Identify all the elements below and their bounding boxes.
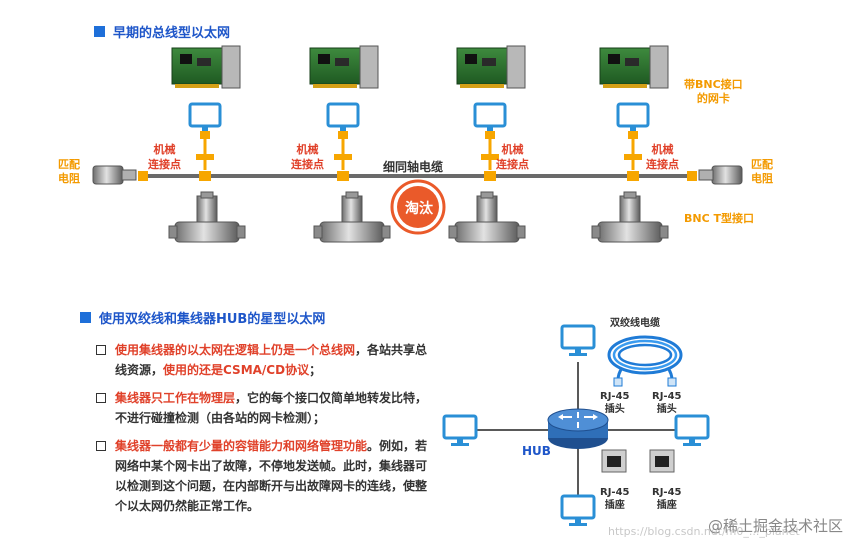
checkbox-icon	[96, 441, 106, 451]
mech-point-label-2: 机械连接点	[291, 143, 324, 171]
twisted-pair-cable-icon	[607, 335, 683, 387]
mech-point-label-1: 机械连接点	[148, 143, 181, 171]
checkbox-icon	[96, 345, 106, 355]
monitor-icon	[473, 102, 507, 131]
title-square-icon	[94, 26, 105, 37]
monitor-icon	[616, 102, 650, 131]
station-1	[171, 45, 241, 181]
section1-title-text: 早期的总线型以太网	[113, 26, 231, 41]
hub-icon	[547, 408, 609, 449]
obsolete-stamp-text: 淘汰	[405, 201, 433, 217]
bullet-1: 使用集线器的以太网在逻辑上仍是一个总线网，各站共享总线资源，使用的还是CSMA/…	[96, 340, 435, 380]
bullet-2: 集线器只工作在物理层，它的每个接口仅简单地转发比特，不进行碰撞检测（由各站的网卡…	[96, 388, 435, 428]
hub-label: HUB	[522, 444, 551, 458]
monitor-icon	[560, 324, 596, 356]
mechanical-connection-point	[484, 171, 496, 181]
monitor-icon	[560, 494, 596, 526]
cable-label: 细同轴电缆	[383, 160, 444, 174]
t-connector-label: BNC T型接口	[684, 212, 754, 225]
star-topology-diagram	[442, 324, 710, 526]
network-card-icon	[456, 45, 526, 89]
section2-title: 使用双绞线和集线器HUB的星型以太网	[80, 308, 325, 327]
station-2	[309, 45, 379, 181]
nic-label: 带BNC接口的网卡	[684, 78, 743, 105]
twisted-cable-label: 双绞线电缆	[610, 318, 660, 329]
bnc-t-connector-icon	[591, 191, 669, 243]
network-card-icon	[599, 45, 669, 89]
terminator-right-icon	[687, 165, 743, 185]
terminator-right-label: 匹配电阻	[751, 158, 773, 185]
rj45-socket-icon	[601, 449, 675, 473]
bnc-t-connector-icon	[313, 191, 391, 243]
section1-title: 早期的总线型以太网	[94, 22, 230, 41]
section2-title-text: 使用双绞线和集线器HUB的星型以太网	[99, 312, 326, 327]
terminator-left-icon	[92, 165, 148, 185]
bnc-t-connector-icon	[448, 191, 526, 243]
mechanical-connection-point	[627, 171, 639, 181]
url-watermark: https://blog.csdn.net/m0_..._planet	[608, 525, 800, 538]
monitor-icon	[326, 102, 360, 131]
title-square-icon	[80, 312, 91, 323]
monitor-icon	[188, 102, 222, 131]
monitor-icon	[442, 414, 478, 446]
mechanical-connection-point	[337, 171, 349, 181]
obsolete-stamp	[390, 179, 446, 235]
bnc-t-connector-icon	[168, 191, 246, 243]
mechanical-connection-point	[199, 171, 211, 181]
monitor-icon	[674, 414, 710, 446]
station-3	[456, 45, 526, 181]
station-4	[599, 45, 669, 181]
mech-point-label-3: 机械连接点	[496, 143, 529, 171]
bullet-3: 集线器一般都有少量的容错能力和网络管理功能。例如，若网络中某个网卡出了故障，不停…	[96, 436, 435, 516]
watermark: @稀土掘金技术社区	[707, 517, 843, 535]
bus-topology-diagram	[92, 45, 743, 243]
network-card-icon	[171, 45, 241, 89]
network-card-icon	[309, 45, 379, 89]
checkbox-icon	[96, 393, 106, 403]
mech-point-label-4: 机械连接点	[646, 143, 679, 171]
terminator-left-label: 匹配电阻	[58, 158, 80, 185]
